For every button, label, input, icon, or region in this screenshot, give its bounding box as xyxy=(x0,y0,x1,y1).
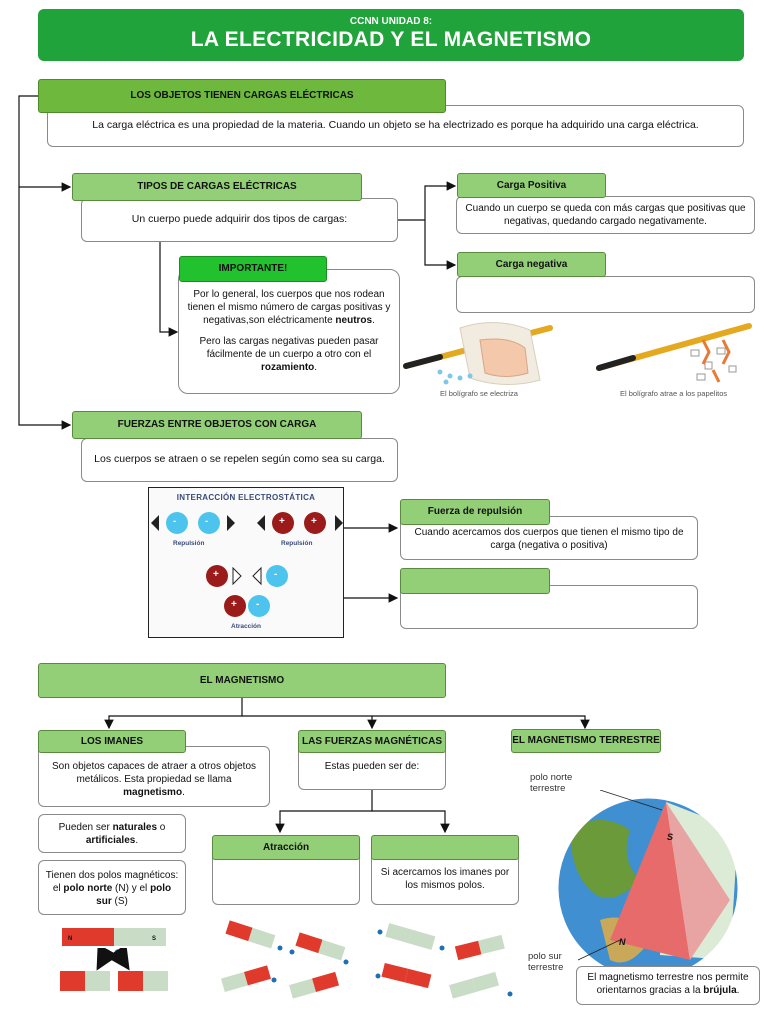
imanes-tipos-box: Pueden ser naturales o artificiales. xyxy=(38,814,186,853)
negativa-box xyxy=(456,276,755,313)
earth-globe-illustration xyxy=(557,790,739,979)
negativa-label: Carga negativa xyxy=(495,258,568,270)
polo-sur-label: polo sur terrestre xyxy=(528,951,564,974)
repulsion-label-1: Repulsión xyxy=(173,540,205,547)
interaccion-title: INTERACCIÓN ELECTROSTÁTICA xyxy=(176,493,316,502)
page-title: LA ELECTRICIDAD Y EL MAGNETISMO xyxy=(190,28,592,51)
imanes-polos-text: Tienen dos polos magnéticos: el polo nor… xyxy=(45,870,179,907)
positiva-text: Cuando un cuerpo se queda con más cargas… xyxy=(465,203,746,227)
repulsion-label: Fuerza de repulsión xyxy=(427,506,523,518)
magnet-half-right xyxy=(118,971,168,991)
polo-norte-label: polo norte terrestre xyxy=(530,772,573,795)
fuerzas-mag-title: LAS FUERZAS MAGNÉTICAS xyxy=(298,730,446,753)
atraccion-label: Atracción xyxy=(231,623,261,630)
magnetismo-label: EL MAGNETISMO xyxy=(199,674,285,686)
magnets-repulsion-illustration xyxy=(375,923,513,999)
fuerzas-box: Los cuerpos se atraen o se repelen según… xyxy=(81,438,398,482)
imanes-text: Son objetos capaces de atraer a otros ob… xyxy=(51,761,257,798)
terrestre-title: EL MAGNETISMO TERRESTRE xyxy=(511,729,661,753)
pen-attracting-illustration xyxy=(596,323,752,383)
imanes-polos-box: Tienen dos polos magnéticos: el polo nor… xyxy=(38,860,186,915)
imanes-title: LOS IMANES xyxy=(38,730,186,753)
pen-rubbing-illustration xyxy=(400,318,560,390)
globe-n-label: N xyxy=(619,937,626,947)
pos-sign-2: + xyxy=(311,516,317,527)
section-cargas-label: LOS OBJETOS TIENEN CARGAS ELÉCTRICAS xyxy=(130,90,354,102)
importante-title: IMPORTANTE! xyxy=(179,256,327,282)
neg-sign-3: - xyxy=(274,569,278,580)
tipos-label: TIPOS DE CARGAS ELÉCTRICAS xyxy=(137,181,297,193)
repulsion-title: Fuerza de repulsión xyxy=(400,499,550,525)
positiva-label: Carga Positiva xyxy=(496,179,567,191)
fuerzas-label: FUERZAS ENTRE OBJETOS CON CARGA xyxy=(117,419,317,431)
interaccion-figure xyxy=(151,512,343,617)
neg-sign-2: - xyxy=(205,516,209,527)
importante-box: Por lo general, los cuerpos que nos rode… xyxy=(178,269,400,394)
tipos-title: TIPOS DE CARGAS ELÉCTRICAS xyxy=(72,173,362,201)
positiva-title: Carga Positiva xyxy=(457,173,606,198)
unit-label: CCNN UNIDAD 8: xyxy=(349,16,433,27)
pos-sign-3: + xyxy=(213,569,219,580)
terrestre-text: El magnetismo terrestre nos permite orie… xyxy=(587,972,749,996)
magnetismo-title: EL MAGNETISMO xyxy=(38,663,446,698)
pen2-caption: El bolígrafo atrae a los papelitos xyxy=(620,389,728,398)
imanes-tipos-text: Pueden ser naturales o artificiales. xyxy=(58,822,166,846)
magnet-n-label: N xyxy=(68,936,73,942)
negativa-title: Carga negativa xyxy=(457,252,606,277)
positiva-box: Cuando un cuerpo se queda con más cargas… xyxy=(456,196,755,234)
fuerzas-mag-text: Estas pueden ser de: xyxy=(324,761,420,772)
importante-label: IMPORTANTE! xyxy=(218,263,288,275)
magnet-bar: N S xyxy=(62,928,166,946)
section-cargas-title: LOS OBJETOS TIENEN CARGAS ELÉCTRICAS xyxy=(38,79,446,113)
pen1-caption: El bolígrafo se electriza xyxy=(440,389,518,398)
fuerzas-text: Los cuerpos se atraen o se repelen según… xyxy=(94,453,385,466)
magnet-half-left xyxy=(60,971,110,991)
atraccion-title xyxy=(400,568,550,594)
repulsion-mag-title xyxy=(371,835,519,860)
magnets-attraction-illustration xyxy=(220,920,349,999)
importante-p1: Por lo general, los cuerpos que nos rode… xyxy=(187,289,391,326)
pos-sign-1: + xyxy=(279,516,285,527)
interaccion-diagram: INTERACCIÓN ELECTROSTÁTICA - - + + + - +… xyxy=(148,487,344,638)
atraccion-mag-label: Atracción xyxy=(262,841,310,853)
atraccion-mag-title: Atracción xyxy=(212,835,360,860)
tipos-box: Un cuerpo puede adquirir dos tipos de ca… xyxy=(81,198,398,242)
importante-p2: Pero las cargas negativas pueden pasar f… xyxy=(199,336,379,373)
tipos-text: Un cuerpo puede adquirir dos tipos de ca… xyxy=(131,213,348,226)
globe-s-label: S xyxy=(667,832,674,842)
pos-sign-4: + xyxy=(231,599,237,610)
repulsion-text: Cuando acercamos dos cuerpos que tienen … xyxy=(414,527,684,551)
magnet-split-arrows xyxy=(96,948,130,971)
carga-definition-text: La carga eléctrica es una propiedad de l… xyxy=(92,119,699,132)
imanes-label: LOS IMANES xyxy=(80,735,144,747)
neg-sign-1: - xyxy=(173,516,177,527)
magnet-s-label: S xyxy=(152,936,157,942)
repulsion-label-2: Repulsión xyxy=(281,540,313,547)
terrestre-label: EL MAGNETISMO TERRESTRE xyxy=(512,735,660,747)
repulsion-mag-text: Si acercamos los imanes por los mismos p… xyxy=(380,867,510,891)
fuerzas-title: FUERZAS ENTRE OBJETOS CON CARGA xyxy=(72,411,362,439)
header-banner: CCNN UNIDAD 8: LA ELECTRICIDAD Y EL MAGN… xyxy=(38,9,744,61)
neg-sign-4: - xyxy=(256,599,260,610)
imanes-box: Son objetos capaces de atraer a otros ob… xyxy=(38,746,270,807)
fuerzas-mag-label: LAS FUERZAS MAGNÉTICAS xyxy=(302,735,442,747)
terrestre-box: El magnetismo terrestre nos permite orie… xyxy=(576,966,760,1005)
